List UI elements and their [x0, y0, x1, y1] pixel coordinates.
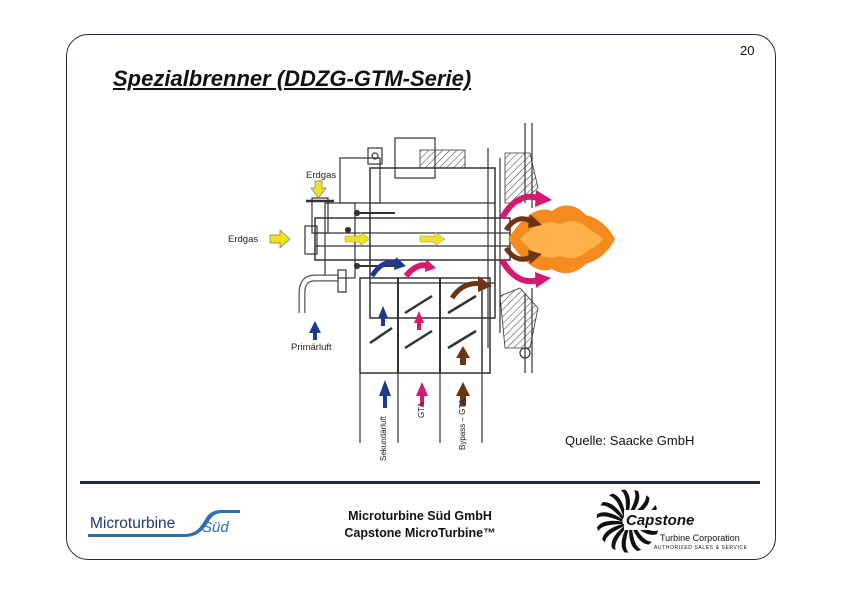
slide-frame: [66, 34, 776, 560]
bypass-gta-label: Bypass – GTA: [458, 398, 467, 450]
duct-inner-arrows: [378, 306, 470, 365]
gta-label: GTA: [417, 401, 426, 418]
gas-flow-arrows: [344, 231, 446, 247]
secondary-air-curl: [369, 257, 406, 278]
primary-air-arrow: [309, 321, 321, 340]
footer-company-line2: Capstone MicroTurbine™: [344, 526, 496, 540]
erdgas-left-label: Erdgas: [228, 234, 258, 245]
erdgas-top-label: Erdgas: [306, 170, 336, 181]
footer-company-line1: Microturbine Süd GmbH: [348, 509, 492, 523]
footer-company: Microturbine Süd GmbH Capstone MicroTurb…: [300, 508, 540, 542]
capstone-logo: Capstone Turbine Corporation AUTHORIZED …: [596, 489, 748, 553]
svg-text:AUTHORIZED SALES & SERVICE: AUTHORIZED SALES & SERVICE: [654, 545, 748, 551]
sekundaerluft-label: Sekundärluft: [379, 415, 388, 461]
footer-rule: [80, 481, 760, 484]
gta-flow-arrowheads: [425, 190, 552, 288]
bypass-flow-arrowheads: [478, 214, 542, 292]
flame: [508, 205, 615, 274]
source-note: Quelle: Saacke GmbH: [565, 433, 695, 448]
svg-text:Turbine Corporation: Turbine Corporation: [660, 533, 740, 543]
gta-inlet-arrow: [416, 382, 428, 406]
hatched-wall: [419, 149, 539, 349]
burner-diagram: Erdgas Erdgas Primärluft Sekundärluft GT…: [228, 123, 615, 461]
page-number: 20: [740, 43, 755, 58]
bypass-inlet-arrow: [456, 382, 470, 406]
primaerluft-label: Primärluft: [291, 342, 332, 353]
gas-inlet-top-arrow: [310, 180, 327, 199]
secondary-air-arrow: [379, 380, 391, 408]
svg-text:Süd: Süd: [202, 519, 229, 536]
gas-inlet-left-arrow: [269, 229, 291, 249]
svg-text:Microturbine: Microturbine: [90, 515, 175, 532]
microturbine-sued-logo: Microturbine Süd: [88, 510, 240, 537]
svg-text:Capstone: Capstone: [626, 512, 694, 529]
slide-title: Spezialbrenner (DDZG-GTM-Serie): [113, 66, 472, 91]
